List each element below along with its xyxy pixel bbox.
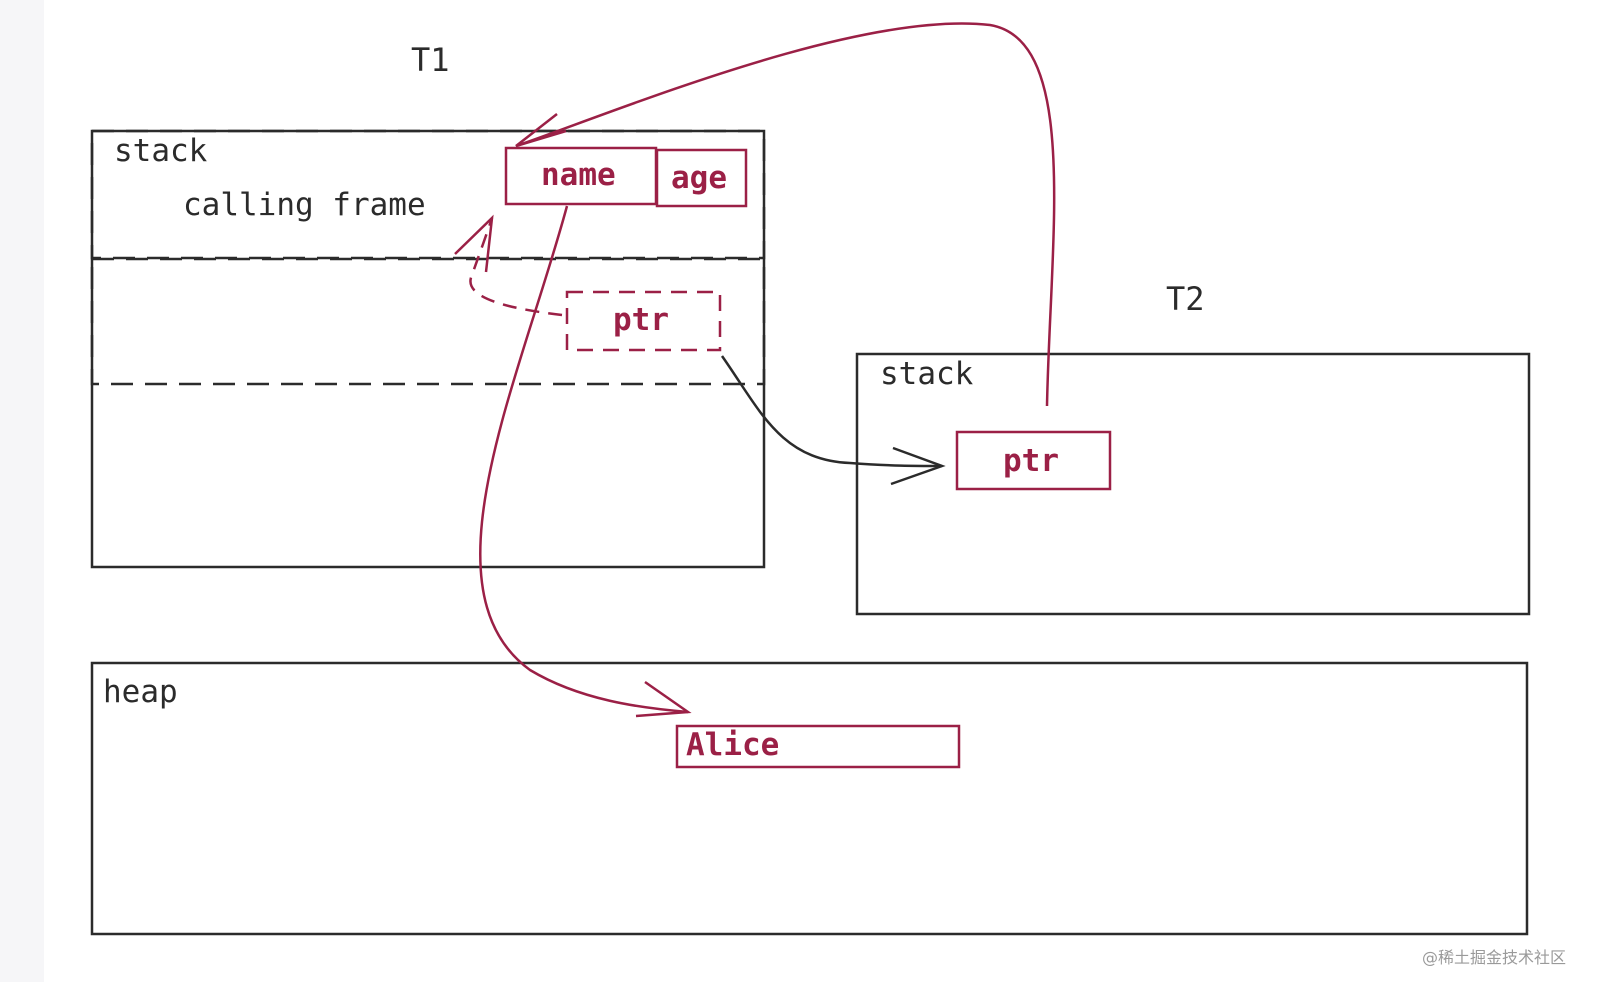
alice-cell-box: [675, 724, 961, 769]
t1-stack-label: stack: [114, 133, 208, 169]
t1-ptr-cell-box: [565, 290, 722, 352]
t1-calling-frame-region: [90, 129, 766, 260]
t2-title: T2: [1166, 280, 1205, 318]
t1-ptr-cell-label: ptr: [613, 302, 669, 338]
t2-ptr-cell-label: ptr: [1003, 443, 1059, 479]
heap-label: heap: [103, 674, 178, 710]
name-cell-label: name: [541, 157, 616, 193]
t1-title: T1: [411, 41, 450, 79]
t2-stack-box: [855, 352, 1531, 616]
age-cell-label: age: [671, 160, 727, 196]
t1-callee-frame-region: [90, 257, 766, 386]
alice-cell-label: Alice: [686, 727, 780, 763]
age-cell-box: [655, 148, 748, 208]
t2-ptr-to-name-arrowhead: [515, 113, 567, 148]
t1-ptr-to-t2-ptr-arrowhead: [890, 446, 946, 486]
t2-ptr-cell-box: [955, 430, 1112, 491]
name-to-alice-arrowhead: [635, 680, 692, 718]
t1-ptr-to-t2-ptr-arrow: [720, 355, 943, 468]
t1-calling-frame-label: calling frame: [183, 187, 426, 223]
name-to-alice-arrow: [479, 205, 689, 714]
t2-ptr-to-name-arrow: [515, 22, 1056, 407]
t2-stack-label: stack: [880, 356, 974, 392]
t1-ptr-to-frame-arrow: [469, 217, 563, 317]
t1-ptr-to-frame-arrowhead: [454, 214, 494, 273]
left-margin-strip: [0, 0, 44, 982]
heap-box: [90, 661, 1529, 936]
watermark: @稀土掘金技术社区: [1421, 948, 1566, 967]
